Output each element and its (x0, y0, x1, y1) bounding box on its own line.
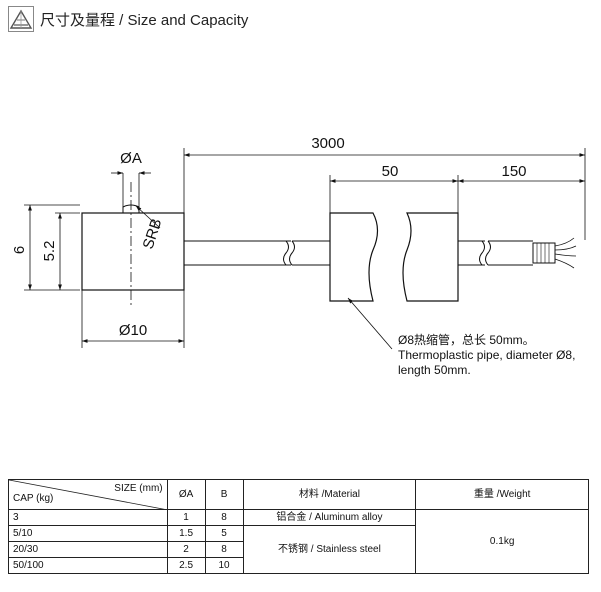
heat-shrink-sleeve (329, 212, 459, 302)
cell-phi-a: 1.5 (166, 525, 206, 542)
cell-phi-a: 2.5 (166, 557, 206, 574)
dim-sleeve-length-label: 50 (382, 163, 399, 180)
capacity-table: SIZE (mm) CAP (kg) ØA B 材料 /Material 重量 … (8, 479, 589, 574)
cell-cap: 50/100 (8, 557, 168, 574)
sleeve-note: Ø8热缩管，总长 50mm。 Thermoplastic pipe, diame… (398, 332, 575, 377)
dimension-sleeve-length: 50 (329, 163, 459, 213)
section-title: 尺寸及量程 / Size and Capacity (40, 11, 249, 29)
cable-segment (184, 240, 330, 266)
corner-cap-label: CAP (kg) (13, 493, 54, 504)
col-header-b: B (204, 479, 244, 510)
note-line-chinese: Ø8热缩管，总长 50mm。 (398, 332, 535, 347)
cell-phi-a: 2 (166, 541, 206, 558)
cell-cap: 20/30 (8, 541, 168, 558)
sensor-body (81, 173, 185, 305)
cable-segment-end (458, 237, 577, 269)
table-corner-cell: SIZE (mm) CAP (kg) (8, 479, 168, 510)
dim-srb-label: SRB (140, 217, 166, 252)
cell-weight: 0.1kg (415, 509, 589, 574)
cell-cap: 3 (8, 509, 168, 526)
section-header: 尺寸及量程 / Size and Capacity (8, 4, 248, 34)
corner-diagonal (9, 480, 168, 510)
note-line-english-2: length 50mm. (398, 363, 471, 377)
dimension-height: 6 (11, 204, 80, 291)
cell-cap: 5/10 (8, 525, 168, 542)
cell-b: 5 (204, 525, 244, 542)
table-row: 3 1 8 铝合金 / Aluminum alloy 0.1kg (8, 509, 589, 574)
dim-diameter-label: Ø10 (119, 322, 147, 339)
table-header-row: SIZE (mm) CAP (kg) ØA B 材料 /Material 重量 … (8, 479, 589, 510)
dimension-phi-a: ØA (111, 150, 151, 175)
cell-b: 8 (204, 509, 244, 526)
dim-inner-height-label: 5.2 (41, 241, 58, 262)
sleeve-note-leader (347, 297, 393, 350)
dimension-diameter: Ø10 (81, 290, 185, 348)
note-line-english-1: Thermoplastic pipe, diameter Ø8, (398, 348, 575, 362)
corner-size-label: SIZE (mm) (114, 483, 163, 494)
caliper-measure-icon (8, 6, 34, 32)
dimension-wire-end: 150 (458, 163, 585, 183)
cell-phi-a: 1 (166, 509, 206, 526)
cell-b: 8 (204, 541, 244, 558)
table-row: 50/100 2.5 10 (8, 557, 589, 574)
col-header-material: 材料 /Material (242, 479, 417, 510)
cell-b: 10 (204, 557, 244, 574)
dim-total-length-label: 3000 (311, 135, 344, 152)
dim-height-label: 6 (11, 246, 28, 254)
cell-material-stainless: 不锈钢 / Stainless steel (242, 525, 417, 574)
dimension-total-length: 3000 (183, 135, 586, 241)
dimension-inner-height: 5.2 (41, 212, 80, 290)
col-header-weight: 重量 /Weight (415, 479, 589, 510)
dimension-drawing: ØA SRB 6 5.2 Ø10 (11, 135, 586, 377)
cell-material-aluminum: 铝合金 / Aluminum alloy (242, 509, 417, 526)
col-header-phi-a: ØA (166, 479, 206, 510)
dim-phi-a-label: ØA (120, 150, 142, 167)
dim-wire-end-label: 150 (501, 163, 526, 180)
